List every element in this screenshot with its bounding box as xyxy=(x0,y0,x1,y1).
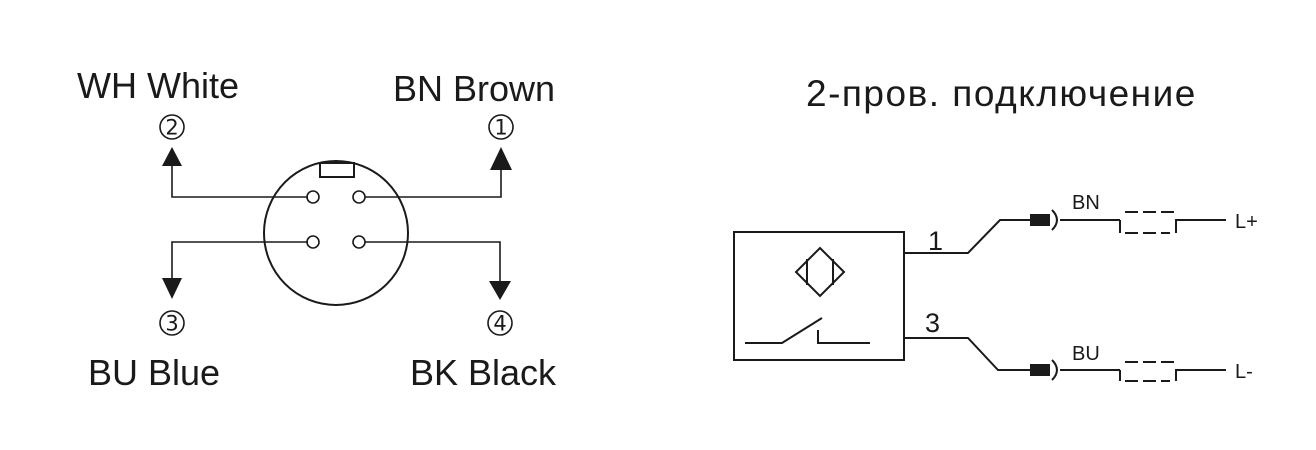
schematic-title: 2-пров. подключение xyxy=(806,73,1197,114)
switch-contact-icon xyxy=(745,317,870,344)
pin-1-lead xyxy=(365,170,502,198)
svg-text:1: 1 xyxy=(494,116,507,140)
terminal-1-label: 1 xyxy=(928,226,943,256)
pin-2-lead xyxy=(171,165,308,198)
pin-2-socket xyxy=(306,190,320,204)
svg-text:4: 4 xyxy=(493,312,506,336)
supply-negative-label: L- xyxy=(1235,361,1253,383)
two-wire-schematic: 2-пров. подключение 1 3 xyxy=(733,73,1258,383)
pin-4-number: 4 xyxy=(487,310,513,336)
pin-3-label: BU Blue xyxy=(88,352,220,393)
pin-1-socket xyxy=(352,190,366,204)
wire-bottom xyxy=(904,337,1226,382)
pin-3-lead xyxy=(171,241,308,278)
supply-positive-label: L+ xyxy=(1235,211,1258,233)
pin-4-socket xyxy=(352,235,366,249)
wire-bottom-code: BU xyxy=(1072,343,1100,365)
pin-4-label: BK Black xyxy=(410,352,557,393)
inductive-sensor-icon xyxy=(794,246,846,298)
connector-pinout: WH White BN Brown BU Blue BK Black 2 1 3… xyxy=(77,65,557,393)
connector-key-notch xyxy=(319,162,355,178)
pin-2-label: WH White xyxy=(77,65,239,106)
wire-top xyxy=(904,209,1226,254)
pin-1-number: 1 xyxy=(488,114,514,140)
sensor-box xyxy=(733,231,905,361)
pin-4-lead xyxy=(365,241,501,281)
pin-3-socket xyxy=(306,235,320,249)
wire-top-code: BN xyxy=(1072,192,1100,214)
pin-1-label: BN Brown xyxy=(393,68,555,109)
svg-text:2: 2 xyxy=(165,116,178,140)
pin-4-arrow-icon xyxy=(489,281,511,300)
pin-1-arrow-icon xyxy=(490,147,512,170)
terminal-3-label: 3 xyxy=(925,308,940,338)
connector-body xyxy=(263,160,409,306)
pin-2-arrow-icon xyxy=(162,147,182,166)
pin-2-number: 2 xyxy=(159,114,185,140)
pin-3-number: 3 xyxy=(159,310,185,336)
svg-text:3: 3 xyxy=(165,312,178,336)
pin-3-arrow-icon xyxy=(162,278,182,299)
